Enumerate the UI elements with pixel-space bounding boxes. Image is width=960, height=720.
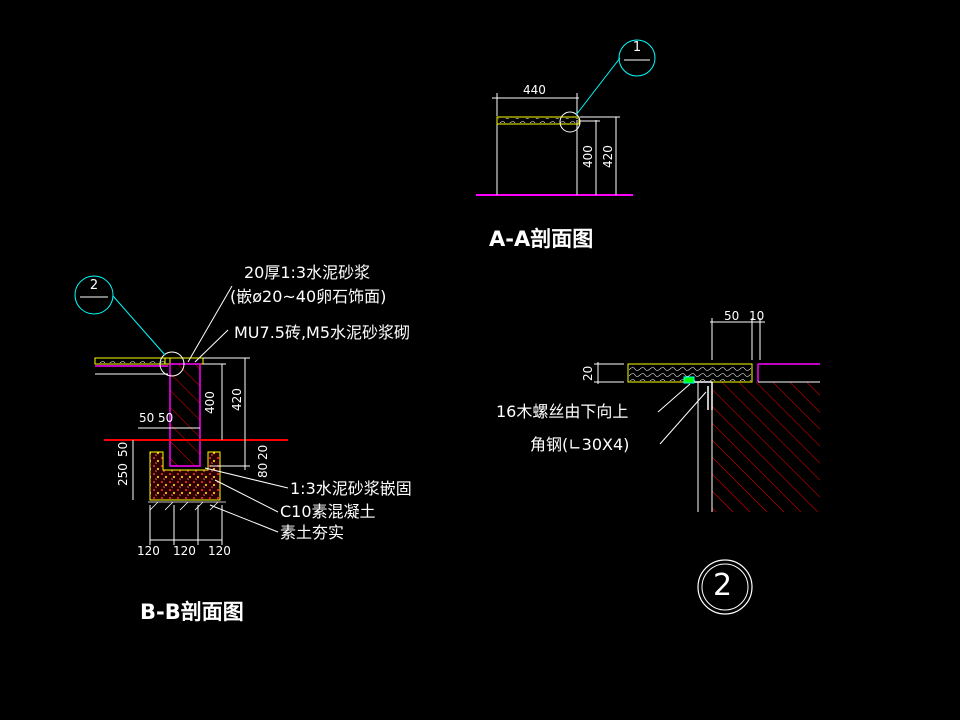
bb-dim-120a-label: 120: [137, 544, 160, 558]
bb-note-concrete: C10素混凝土: [280, 502, 376, 521]
d2-number-circle-outer: [697, 559, 753, 615]
bb-section-title: B-B剖面图: [140, 600, 244, 624]
aa-top-slab: [496, 116, 580, 125]
bb-leader-soil: [209, 504, 279, 533]
bb-note-fill: 1:3水泥砂浆嵌固: [290, 479, 412, 498]
bb-dim-400-label: 400: [203, 391, 217, 414]
aa-section-title: A-A剖面图: [489, 227, 594, 251]
section-bb-drawing: [74, 275, 289, 545]
d2-dim-50-label: 50: [724, 309, 740, 323]
d2-dim-20-label: 20: [581, 365, 595, 381]
bb-leader-brick: [194, 329, 229, 363]
aa-leader-line: [575, 57, 621, 116]
aa-bubble-circle: [618, 39, 656, 77]
d2-note-screw: 16木螺丝由下向上: [496, 402, 629, 421]
aa-bubble-number: 1: [632, 40, 642, 55]
bb-note-brick: MU7.5砖,M5水泥砂浆砌: [234, 323, 411, 342]
bb-dim-250-label: 250: [116, 463, 130, 486]
bb-dim-420-label: 420: [230, 388, 244, 411]
aa-dim-400-label: 400: [581, 145, 595, 168]
aa-dim-420-label: 420: [601, 145, 615, 168]
d2-number-circle-inner: [701, 563, 749, 611]
aa-dim-440-label: 440: [523, 83, 546, 97]
bb-dim-50a-label: 50: [139, 411, 155, 425]
d2-hatched-wall: [712, 382, 820, 512]
bb-footing: [149, 451, 221, 501]
d2-note-angle: 角钢(∟30X4): [530, 435, 630, 454]
aa-detail-circle: [559, 111, 581, 133]
bb-soil-hatch: [148, 501, 226, 511]
d2-dim-10-label: 10: [749, 309, 765, 323]
d2-detail-number: 2: [713, 568, 733, 603]
bb-dim-50v-label: 50: [116, 441, 130, 457]
bb-leader-concrete: [214, 479, 279, 513]
bb-note-soil: 素土夯实: [280, 523, 345, 542]
detail-2-drawing: [594, 318, 820, 615]
bb-note-mortar-1: 20厚1:3水泥砂浆: [244, 263, 371, 282]
bb-brick-wall: [169, 363, 201, 467]
d2-top-slab-fill: [629, 365, 751, 381]
d2-leader-screw: [657, 383, 691, 413]
bb-paving-fill: [96, 359, 169, 363]
bb-bubble-circle: [74, 275, 114, 315]
d2-leader-angle: [659, 391, 707, 445]
bb-paving: [94, 357, 171, 365]
bb-leader-fill: [204, 467, 289, 489]
bb-dim-50b-label: 50: [158, 411, 174, 425]
bb-dim-20-label: 20: [256, 444, 270, 460]
d2-angle-steel: [688, 381, 713, 410]
bb-detail-circle: [159, 351, 185, 377]
aa-top-slab-fill: [498, 118, 578, 123]
bb-bubble-number: 2: [89, 278, 99, 293]
bb-dim-120c-label: 120: [208, 544, 231, 558]
bb-note-mortar-2: (嵌ø20~40卵石饰面): [230, 287, 387, 306]
section-aa-drawing: [476, 39, 656, 196]
bb-leader-line: [112, 295, 166, 356]
d2-screw: [683, 376, 695, 384]
bb-leader-mortar: [187, 285, 233, 363]
bb-dim-80-label: 80: [256, 462, 270, 478]
bb-dim-120b-label: 120: [173, 544, 196, 558]
